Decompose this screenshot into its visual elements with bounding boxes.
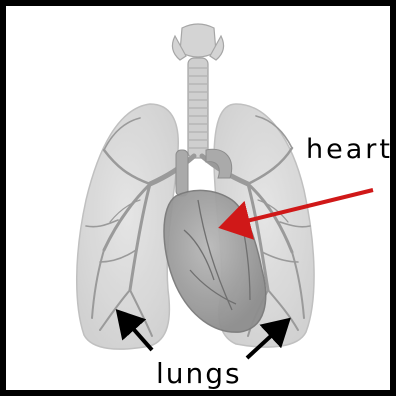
- larynx: [172, 24, 223, 60]
- trachea: [188, 58, 208, 158]
- lungs-label: lungs: [156, 357, 242, 390]
- heart-label: heart: [306, 134, 393, 165]
